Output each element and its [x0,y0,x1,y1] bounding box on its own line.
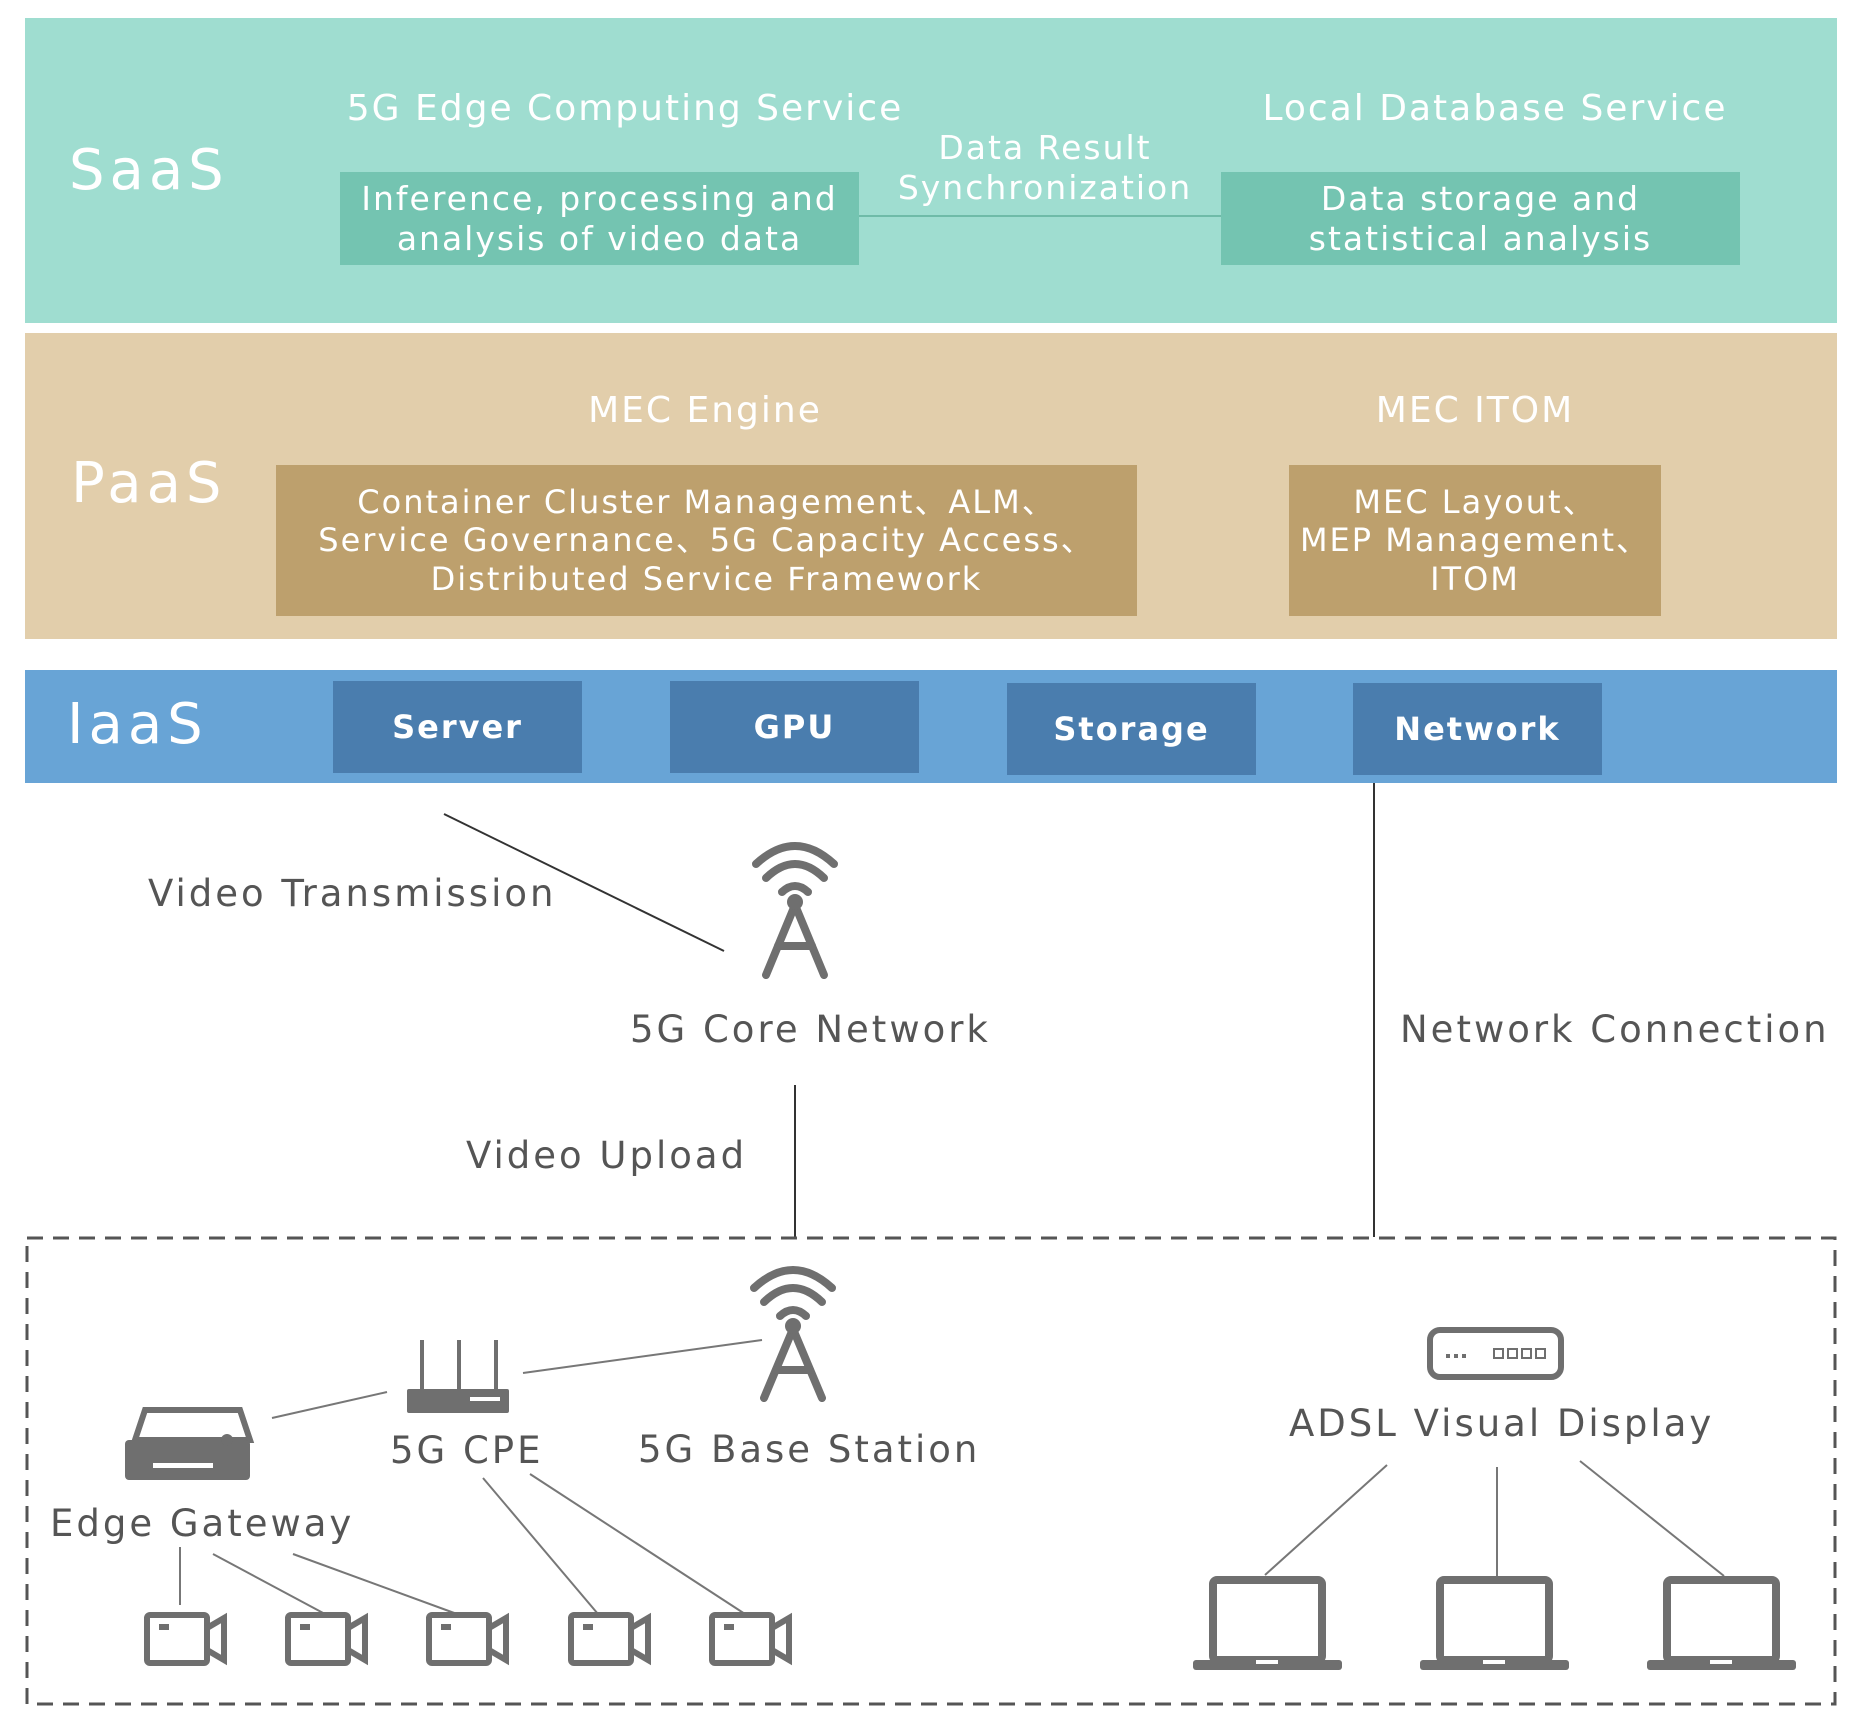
antenna-tower-icon [752,842,838,979]
base-station-label: 5G Base Station [638,1428,981,1471]
mec-engine-title: MEC Engine [588,390,822,431]
network-box: Network [1353,683,1602,775]
edge-gateway-label: Edge Gateway [50,1502,355,1545]
laptop-icon [1420,1576,1569,1670]
iaas-layer: IaaS Server GPU Storage Network [25,670,1837,783]
video-upload-label: Video Upload [466,1134,748,1177]
cpe-label: 5G CPE [390,1429,544,1472]
paas-label: PaaS [71,451,227,516]
mec-engine-box: Container Cluster Management、ALM、Service… [276,465,1137,616]
adsl-display-label: ADSL Visual Display [1289,1402,1715,1445]
camera-icon [144,1612,227,1666]
camera-icon [568,1612,651,1666]
video-transmission-label: Video Transmission [148,872,557,915]
mec-itom-title: MEC ITOM [1375,390,1575,431]
laptop-icon [1193,1576,1342,1670]
storage-box: Storage [1007,683,1256,775]
iaas-label: IaaS [67,692,208,757]
edge-lines [179,1339,1725,1615]
edge-region-border [25,1236,1837,1706]
modem-icon [1427,1327,1564,1380]
gateway-icon [125,1407,255,1480]
local-database-title: Local Database Service [1262,88,1728,129]
router-icon [407,1340,509,1413]
antenna-tower-icon [750,1266,836,1402]
camera-icon [426,1612,509,1666]
edge-computing-title: 5G Edge Computing Service [346,88,904,129]
core-network-label: 5G Core Network [630,1008,991,1051]
saas-layer: SaaS 5G Edge Computing Service Local Dat… [25,18,1837,323]
sync-connector [859,215,1221,217]
camera-icon [709,1612,792,1666]
saas-label: SaaS [69,138,229,203]
gpu-box: GPU [670,681,919,773]
video-transmission-line [443,813,725,952]
server-box: Server [333,681,582,773]
camera-icon [285,1612,368,1666]
laptop-icon [1647,1576,1796,1670]
mec-itom-box: MEC Layout、MEP Management、ITOM [1289,465,1661,616]
connector-lines [443,783,1375,1237]
paas-layer: PaaS MEC Engine MEC ITOM Container Clust… [25,333,1837,639]
network-connection-label: Network Connection [1400,1008,1830,1051]
